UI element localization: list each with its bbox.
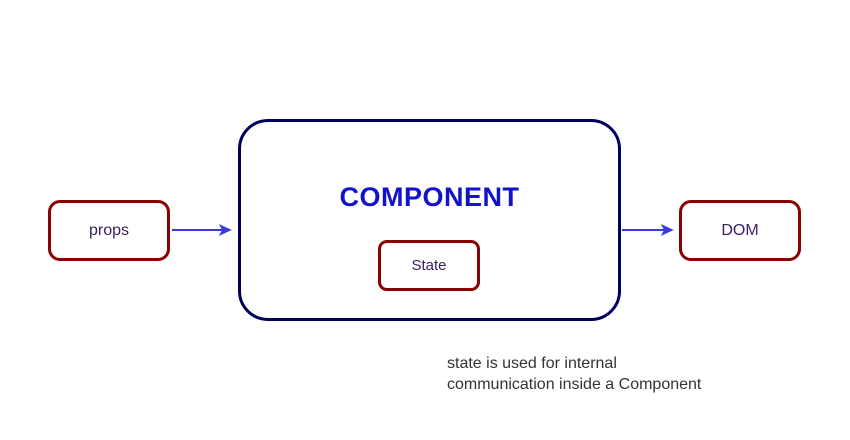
node-component-label: COMPONENT (339, 182, 520, 212)
diagram-caption: state is used for internal communication… (447, 355, 702, 393)
node-state-label: State (411, 257, 447, 274)
node-props-label: props (88, 221, 130, 239)
node-state[interactable]: State (378, 240, 480, 291)
node-dom[interactable]: DOM (679, 200, 801, 261)
node-props[interactable]: props (48, 200, 170, 261)
node-dom-label: DOM (721, 221, 759, 239)
